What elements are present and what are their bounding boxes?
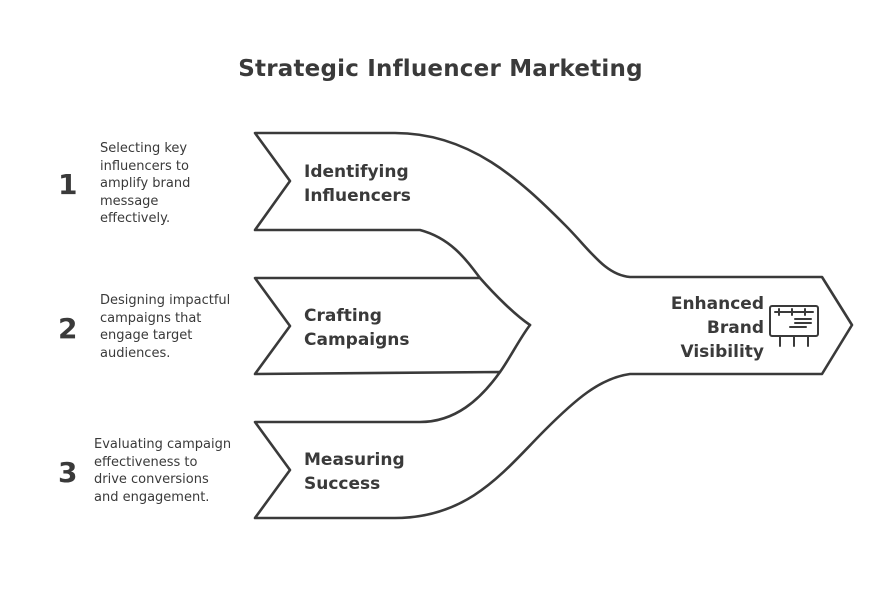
outcome-label-line: Enhanced bbox=[670, 294, 764, 314]
step-1-description-line: message bbox=[100, 193, 159, 209]
step-2-label: Crafting Campaigns bbox=[304, 304, 410, 352]
step-3-number: 3 bbox=[58, 456, 78, 489]
step-1-description-line: influencers to bbox=[100, 158, 189, 174]
outcome-label-line: Visibility bbox=[680, 342, 765, 362]
step-3-label-line: Success bbox=[304, 474, 381, 494]
step-2-label-line: Campaigns bbox=[304, 330, 410, 350]
step-1-arrow bbox=[253, 131, 854, 520]
step-1-number: 1 bbox=[58, 168, 78, 201]
seam-bottom bbox=[498, 323, 532, 374]
seam-top bbox=[478, 276, 532, 327]
step-1-label-line: Identifying bbox=[304, 162, 409, 182]
step-2-description: Designing impactful campaigns that engag… bbox=[100, 292, 230, 362]
step-3-label-line: Measuring bbox=[304, 450, 405, 470]
step-1-label: Identifying Influencers bbox=[304, 160, 411, 208]
step-1-description-line: Selecting key bbox=[100, 141, 188, 156]
step-3-description-line: and engagement. bbox=[94, 489, 210, 505]
step-3-label: Measuring Success bbox=[304, 448, 405, 496]
billboard-icon bbox=[769, 305, 819, 347]
step-1-description-line: amplify brand bbox=[100, 176, 191, 191]
step-2-description-line: Designing impactful bbox=[100, 293, 231, 308]
step-1-label-line: Influencers bbox=[304, 186, 411, 206]
step-2-description-line: campaigns that bbox=[100, 310, 202, 326]
step-3-description-line: Evaluating campaign bbox=[94, 437, 232, 452]
step-3-description: Evaluating campaign effectiveness to dri… bbox=[94, 436, 231, 506]
step-2-label-line: Crafting bbox=[304, 306, 382, 326]
step-2-number: 2 bbox=[58, 312, 78, 345]
diagram-title: Strategic Influencer Marketing bbox=[238, 56, 643, 82]
step-1-description-line: effectively. bbox=[100, 211, 171, 226]
outcome-label-line: Brand bbox=[706, 318, 764, 338]
step-3-description-line: effectiveness to bbox=[94, 454, 198, 470]
step-1-description: Selecting key influencers to amplify bra… bbox=[100, 140, 190, 228]
step-2-description-line: audiences. bbox=[100, 345, 171, 361]
step-2-description-line: engage target bbox=[100, 328, 193, 343]
outcome-label: Enhanced Brand Visibility bbox=[654, 292, 764, 364]
step-3-description-line: drive conversions bbox=[94, 472, 209, 487]
